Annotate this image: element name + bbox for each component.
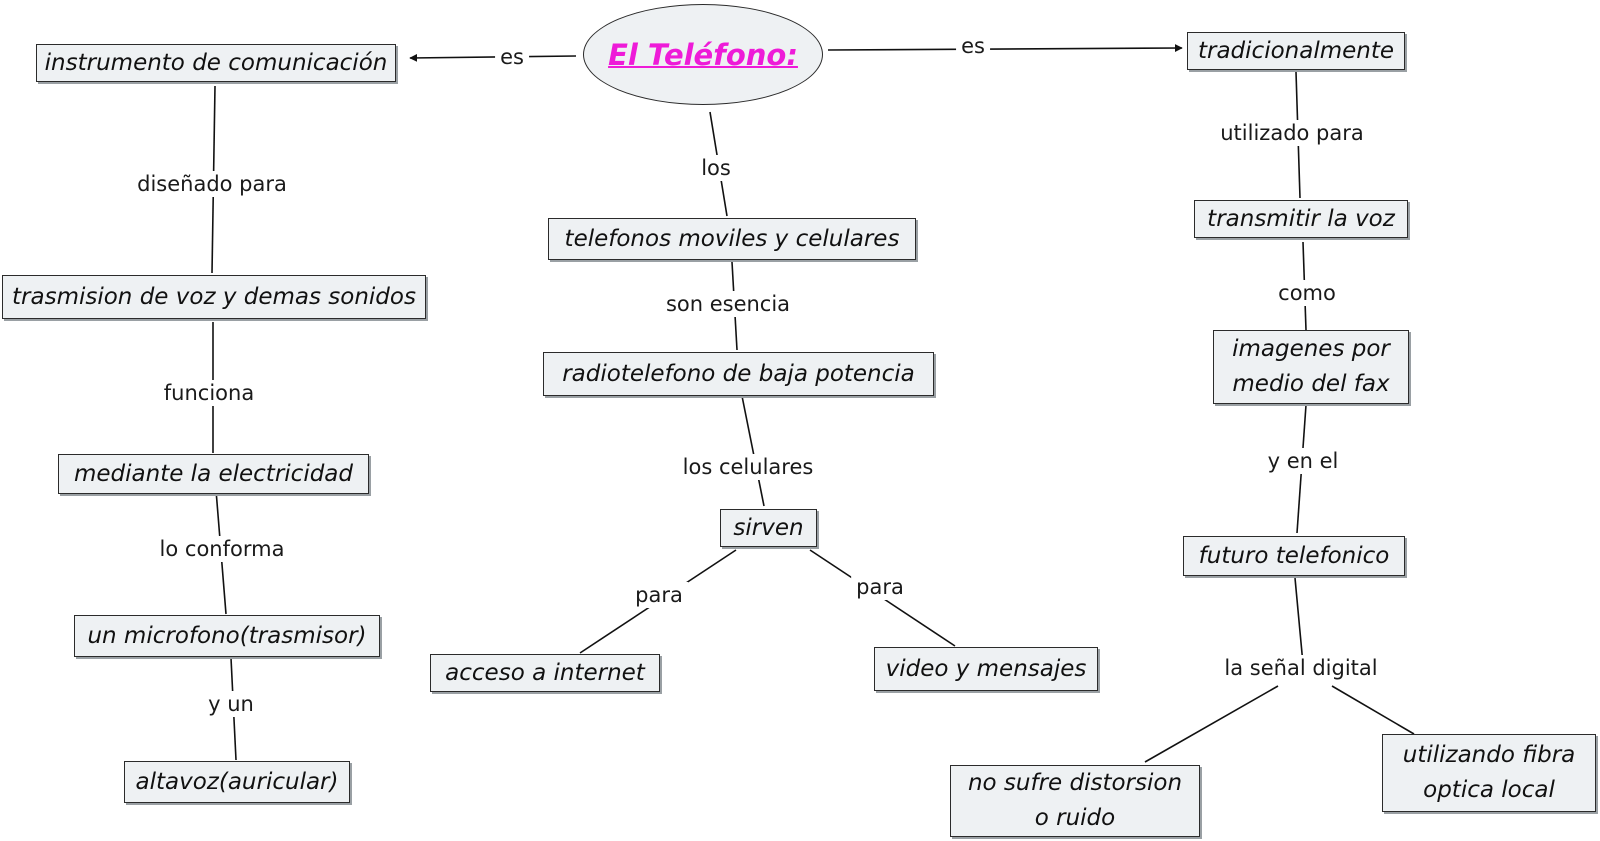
node-no-sufre-distorsion: no sufre distorsion o ruido — [950, 765, 1200, 837]
node-sirven: sirven — [720, 509, 817, 547]
node-radiotelefono: radiotelefono de baja potencia — [543, 352, 934, 396]
link-label-los-celulares: los celulares — [677, 454, 819, 480]
link-label-son-esencia: son esencia — [660, 291, 796, 317]
link-label-y-un: y un — [203, 691, 259, 717]
link-label-lo-conforma: lo conforma — [154, 536, 290, 562]
node-tradicionalmente: tradicionalmente — [1187, 32, 1405, 70]
link-label-es-right: es — [956, 33, 990, 59]
node-utilizando-fibra-optica: utilizando fibra optica local — [1382, 734, 1596, 812]
link-label-disenado-para: diseñado para — [132, 171, 292, 197]
link-label-para-right: para — [851, 574, 909, 600]
edge-futuro-senal — [1294, 577, 1304, 665]
edge-senal-fibra — [1331, 685, 1415, 735]
link-label-y-en-el: y en el — [1262, 448, 1344, 474]
edge-radiotelefono-sirven — [741, 395, 765, 507]
link-label-la-senal-digital: la señal digital — [1219, 655, 1383, 681]
node-telefonos-moviles: telefonos moviles y celulares — [548, 218, 916, 260]
node-transmitir-la-voz: transmitir la voz — [1194, 200, 1408, 238]
edge-root-es-left — [409, 53, 577, 62]
edge-senal-distorsion — [1144, 685, 1279, 763]
node-mediante-la-electricidad: mediante la electricidad — [58, 454, 369, 494]
node-video-y-mensajes: video y mensajes — [874, 647, 1098, 691]
link-label-es-left: es — [495, 44, 529, 70]
node-acceso-a-internet: acceso a internet — [430, 654, 660, 692]
link-label-funciona: funciona — [158, 380, 260, 406]
link-label-los: los — [696, 155, 736, 181]
link-label-para-left: para — [630, 582, 688, 608]
node-imagenes-por-fax: imagenes por medio del fax — [1213, 330, 1409, 404]
node-un-microfono: un microfono(trasmisor) — [74, 615, 380, 657]
link-label-utilizado-para: utilizado para — [1215, 120, 1369, 146]
node-instrumento-de-comunicacion: instrumento de comunicación — [36, 44, 396, 82]
node-trasmision-de-voz: trasmision de voz y demas sonidos — [2, 275, 426, 319]
node-altavoz: altavoz(auricular) — [124, 761, 350, 803]
node-futuro-telefonico: futuro telefonico — [1183, 536, 1405, 576]
edge-root-es-right — [827, 44, 1183, 53]
root-node: El Teléfono: — [583, 4, 823, 105]
link-label-como: como — [1273, 280, 1341, 306]
